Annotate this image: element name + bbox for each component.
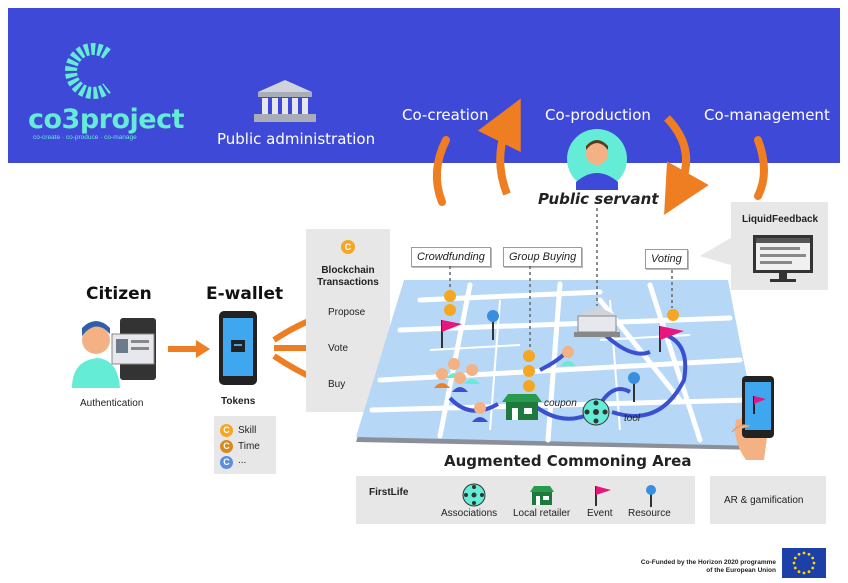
liquidfeedback-connector	[700, 236, 734, 266]
co-production-label: Co-production	[545, 106, 651, 124]
public-servant-label: Public servant	[538, 190, 659, 208]
resource-pin-icon	[628, 372, 640, 402]
citizen-title: Citizen	[86, 284, 152, 304]
public-servant-avatar-icon	[567, 129, 627, 190]
eu-flag-icon	[782, 548, 826, 578]
other-token-icon: C	[220, 456, 233, 469]
token-skill: Skill	[238, 425, 257, 436]
funding-note: Co-Funded by the Horizon 2020 programme …	[600, 559, 776, 575]
blockchain-title: Blockchain Transactions	[306, 265, 390, 289]
augmented-commoning-area-title: Augmented Commoning Area	[444, 452, 692, 470]
legend-local-retailer: Local retailer	[513, 508, 571, 519]
e-wallet-title: E-wallet	[206, 284, 284, 304]
association-map-icon	[582, 398, 610, 426]
local-retailer-icon	[530, 486, 554, 505]
coupon-label: coupon	[544, 398, 577, 409]
firstlife-label: FirstLife	[369, 487, 409, 498]
co-production-up-arrow	[477, 98, 521, 196]
citizens-group-icon	[434, 358, 480, 392]
resource-icon	[646, 485, 656, 507]
connection-path	[448, 396, 499, 413]
time-token-icon: C	[220, 440, 233, 453]
group-buying-tag: Group Buying	[503, 247, 583, 267]
co-creation-label: Co-creation	[402, 106, 489, 124]
voting-tag: Voting	[645, 249, 688, 269]
co-management-label: Co-management	[704, 106, 830, 124]
legend-resource: Resource	[628, 508, 671, 519]
firstlife-legend-box	[356, 476, 695, 524]
citizen-to-wallet-arrow	[168, 340, 210, 358]
funding-line2: of the European Union	[706, 567, 776, 574]
resource-pin-icon	[487, 310, 499, 340]
legend-event: Event	[587, 508, 613, 519]
blockchain-title-line2: Transactions	[317, 277, 379, 288]
event-flag-icon	[441, 320, 462, 348]
tokens-label: Tokens	[221, 396, 256, 407]
action-vote: Vote	[328, 343, 349, 354]
event-flag-icon	[659, 326, 684, 352]
public-administration-label: Public administration	[217, 130, 376, 148]
public-administration-building-icon	[254, 80, 316, 122]
ar-gamification-box	[710, 476, 826, 524]
ar-gamification-label: AR & gamification	[724, 495, 804, 506]
co3-logo-icon	[65, 43, 111, 99]
token-time: Time	[238, 441, 260, 452]
tool-label: tool	[624, 413, 641, 424]
local-retailer-map-icon	[502, 394, 542, 420]
skill-token-icon: C	[220, 424, 233, 437]
authentication-label: Authentication	[80, 398, 144, 409]
token-other: ...	[238, 455, 247, 466]
ar-phone-hand-icon	[731, 376, 774, 460]
e-wallet-phone-icon	[219, 311, 257, 385]
liquidfeedback-monitor-icon	[753, 235, 813, 282]
crowdfunding-tag: Crowdfunding	[411, 247, 491, 267]
liquidfeedback-label: LiquidFeedback	[742, 214, 819, 225]
event-icon	[595, 486, 611, 506]
header-banner	[8, 8, 840, 163]
co-creation-arrow	[432, 136, 450, 206]
logo-text: co3project	[28, 104, 185, 135]
logo-tagline: co-create · co-produce · co-manage	[33, 134, 137, 141]
citizen-icon	[72, 318, 156, 388]
legend-associations: Associations	[441, 508, 498, 519]
blockchain-title-line1: Blockchain	[321, 265, 375, 276]
action-buy: Buy	[328, 379, 346, 390]
funding-line1: Co-Funded by the Horizon 2020 programme	[640, 559, 776, 566]
associations-icon	[462, 483, 486, 507]
co-production-down-arrow	[664, 115, 709, 215]
city-hall-map-icon	[574, 306, 620, 337]
citizen-map-icon	[560, 346, 576, 366]
blockchain-coin-icon: C	[341, 240, 355, 254]
citizen-map-icon	[472, 402, 488, 422]
action-propose: Propose	[328, 307, 366, 318]
co-management-arrow	[754, 136, 768, 200]
